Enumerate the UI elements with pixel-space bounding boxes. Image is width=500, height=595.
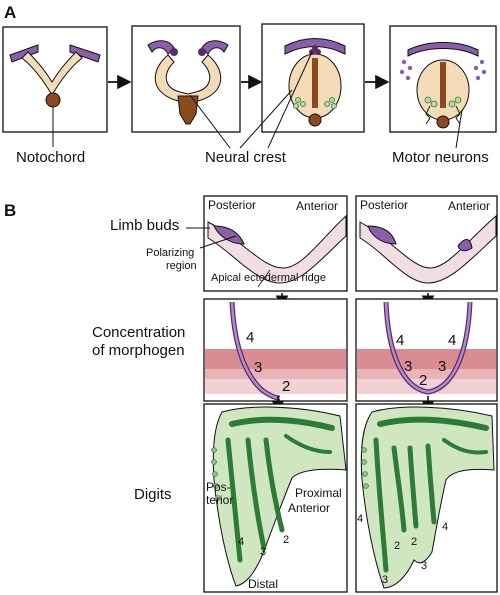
row-label-limb-buds: Limb buds <box>110 217 180 234</box>
panel-a-stage4 <box>389 25 497 133</box>
right-digit-4b: 4 <box>442 521 449 533</box>
right-digit-3a: 3 <box>421 560 428 572</box>
panel-b-letter: B <box>4 201 17 220</box>
left-digit-4: 4 <box>238 536 245 548</box>
posterior-digit-label-1: Pos- <box>206 480 231 494</box>
panel-a-stage1 <box>2 26 108 147</box>
polarizing-region-label-1: Polarizing <box>146 247 195 259</box>
aer-label: Apical ectodermal ridge <box>211 272 326 284</box>
left-gradient-4: 4 <box>246 329 255 346</box>
left-concentration <box>203 298 348 402</box>
right-digit-2b: 2 <box>411 536 418 548</box>
right-digit-4a: 4 <box>357 513 364 525</box>
right-anterior-label: Anterior <box>448 199 491 213</box>
panel-a-stage3 <box>261 23 365 133</box>
motor-neurons-line <box>455 109 463 149</box>
panel-a-letter: A <box>4 3 17 22</box>
right-gradient-4b: 4 <box>448 332 457 349</box>
left-anterior-label: Anterior <box>296 199 339 213</box>
right-gradient-3b: 3 <box>438 358 447 375</box>
row-label-concentration-2: of morphogen <box>92 342 185 359</box>
right-gradient-3a: 3 <box>404 358 413 375</box>
proximal-label: Proximal <box>295 486 342 500</box>
right-gradient-2: 2 <box>419 372 428 389</box>
notochord-label: Notochord <box>16 149 86 166</box>
polarizing-region-label-2: region <box>166 260 197 272</box>
right-digits <box>355 403 498 593</box>
left-posterior-label: Posterior <box>208 198 257 212</box>
panel-a-stage2 <box>131 25 241 133</box>
motor-neurons-label: Motor neurons <box>392 149 489 166</box>
posterior-digit-label-2: terior <box>206 493 234 507</box>
neural-crest-line-3 <box>189 94 231 149</box>
left-digit-2: 2 <box>283 534 290 546</box>
right-digit-2a: 2 <box>394 540 401 552</box>
right-concentration <box>355 298 498 402</box>
right-limb-bud <box>355 195 498 292</box>
neural-crest-label: Neural crest <box>205 149 286 166</box>
left-limb-bud <box>199 195 348 292</box>
row-label-concentration-1: Concentration <box>92 324 186 341</box>
neural-crest-line-2 <box>267 51 313 149</box>
row-label-digits: Digits <box>134 486 172 503</box>
anterior-digit-label: Anterior <box>288 501 331 515</box>
left-gradient-3: 3 <box>254 359 263 376</box>
right-gradient-4a: 4 <box>396 332 405 349</box>
right-digit-3b: 3 <box>382 574 389 586</box>
left-gradient-2: 2 <box>282 378 291 395</box>
left-digit-3: 3 <box>260 546 267 558</box>
left-digits <box>203 403 348 593</box>
right-posterior-label: Posterior <box>360 198 409 212</box>
distal-label: Distal <box>248 577 279 591</box>
neural-crest-line-1 <box>239 89 293 149</box>
